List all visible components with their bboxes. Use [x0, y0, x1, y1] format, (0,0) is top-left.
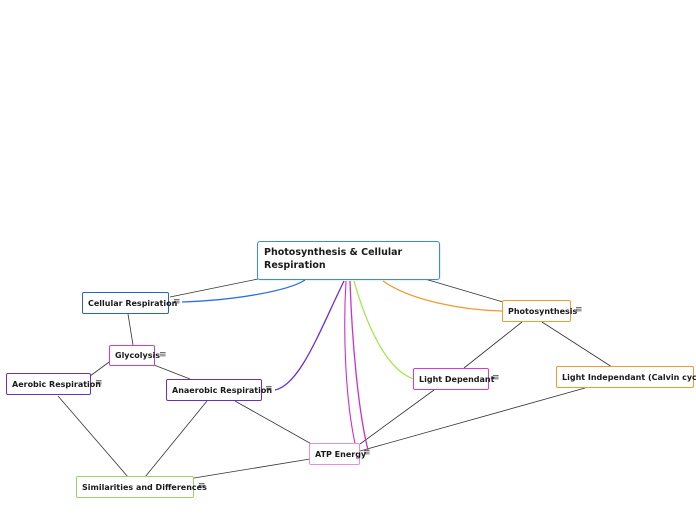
node-anaerobic-respiration[interactable]: Anaerobic Respiration: [166, 379, 272, 401]
link-glycolysis-aerobic: [89, 359, 113, 377]
node-aerobic-respiration[interactable]: Aerobic Respiration: [6, 373, 101, 395]
node-photosynthesis[interactable]: Photosynthesis: [502, 300, 577, 322]
hamburger-menu-icon[interactable]: ≡: [265, 384, 273, 394]
link-anaerobic-atp: [234, 400, 316, 447]
link-root-photosynthesis: [424, 278, 504, 303]
root-topic[interactable]: Photosynthesis & Cellular Respiration: [257, 241, 440, 280]
link-photosynthesis-light-dependant: [463, 321, 523, 369]
node-glycolysis[interactable]: Glycolysis: [109, 345, 160, 366]
hamburger-menu-icon[interactable]: ≡: [173, 297, 181, 307]
node-cellular-respiration[interactable]: Cellular Respiration: [82, 292, 177, 314]
node-aerobic-respiration-label: Aerobic Respiration: [12, 379, 101, 389]
branch-photosynthesis: [382, 280, 503, 312]
branch-atp-energy-secondary: [344, 280, 357, 449]
node-glycolysis-label: Glycolysis: [115, 351, 160, 360]
node-cellular-respiration-label: Cellular Respiration: [88, 298, 178, 308]
branch-atp-energy: [349, 280, 369, 451]
branch-light-dependant: [353, 280, 415, 380]
node-anaerobic-respiration-label: Anaerobic Respiration: [172, 385, 273, 395]
node-similarities-and-differences[interactable]: Similarities and Differences: [76, 476, 207, 498]
hamburger-menu-icon[interactable]: ≡: [492, 373, 500, 383]
hamburger-menu-icon[interactable]: ≡: [198, 481, 206, 491]
link-aerobic-similarities: [57, 395, 129, 478]
link-light-dependant-atp: [359, 389, 435, 445]
hamburger-menu-icon[interactable]: ≡: [95, 378, 103, 388]
node-light-dependant[interactable]: Light Dependant: [413, 368, 494, 390]
branch-anaerobic-respiration: [274, 280, 345, 391]
branch-cellular-respiration: [181, 279, 306, 303]
link-glycolysis-anaerobic: [153, 364, 191, 380]
node-light-independant[interactable]: Light Independant (Calvin cycle): [556, 366, 696, 388]
link-photosynthesis-light-independant: [541, 321, 613, 368]
hamburger-menu-icon[interactable]: ≡: [575, 305, 583, 315]
link-cellular-glycolysis: [127, 313, 134, 346]
node-photosynthesis-label: Photosynthesis: [508, 306, 578, 316]
node-atp-energy-label: ATP Energy: [315, 449, 367, 459]
link-light-independant-atp: [359, 387, 586, 452]
node-light-dependant-label: Light Dependant: [419, 374, 495, 384]
link-root-cellular-respiration: [169, 278, 259, 298]
link-atp-similarities: [193, 458, 311, 479]
hamburger-menu-icon[interactable]: ≡: [159, 350, 167, 360]
root-topic-label: Photosynthesis & Cellular Respiration: [264, 247, 403, 271]
node-similarities-label: Similarities and Differences: [82, 482, 207, 492]
hamburger-menu-icon[interactable]: ≡: [363, 448, 371, 458]
node-light-independant-label: Light Independant (Calvin cycle): [562, 372, 696, 382]
link-anaerobic-similarities: [144, 400, 208, 478]
node-atp-energy[interactable]: ATP Energy: [309, 443, 366, 465]
